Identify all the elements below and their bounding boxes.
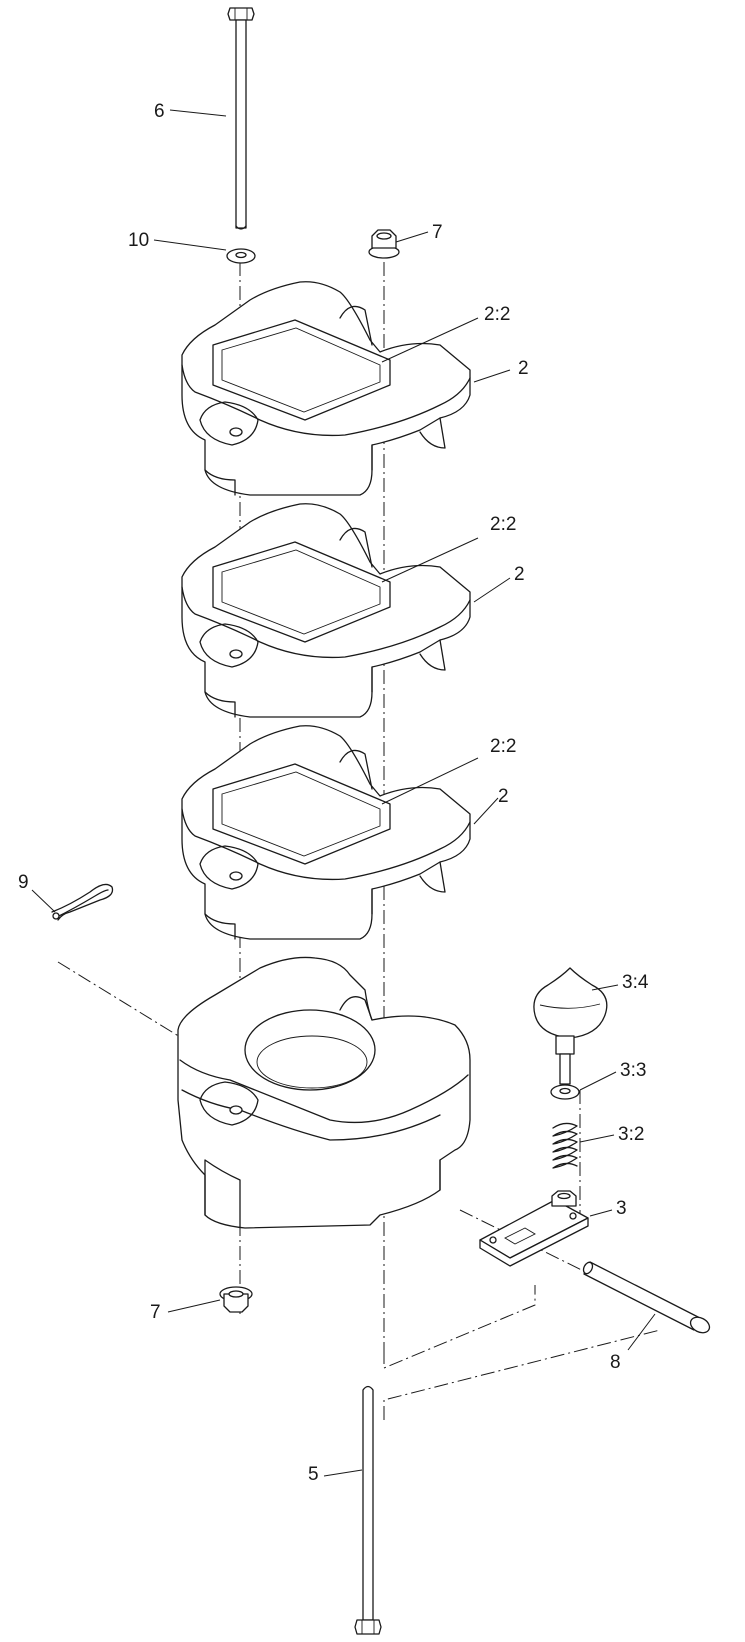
spring-3-2 <box>552 1122 578 1169</box>
bolt5-axis <box>383 1329 661 1420</box>
bolt-5 <box>354 1385 382 1635</box>
callout-5: 5 <box>308 1464 319 1485</box>
bolt-6-head <box>227 7 255 21</box>
callout-3-4: 3:4 <box>622 972 649 993</box>
callout-6: 6 <box>154 101 165 122</box>
hairpin-9 <box>51 883 114 921</box>
base-weight <box>177 956 471 1229</box>
weight-2-lower <box>181 725 471 940</box>
washer-10 <box>226 248 256 264</box>
callout-2-top: 2 <box>518 358 529 379</box>
callout-2-2-middle: 2:2 <box>490 514 516 535</box>
callout-2-lower: 2 <box>498 786 509 807</box>
callout-3-2: 3:2 <box>618 1124 644 1145</box>
callout-7-top: 7 <box>432 222 443 243</box>
bolt-6-shank <box>235 19 247 229</box>
callout-2-2-lower: 2:2 <box>490 736 516 757</box>
callout-3-3: 3:3 <box>620 1060 646 1081</box>
callout-2-2-top: 2:2 <box>484 304 510 325</box>
pin-8 <box>582 1261 711 1334</box>
callout-8: 8 <box>610 1352 621 1373</box>
plate-3 <box>479 1190 589 1267</box>
callout-9: 9 <box>18 872 29 893</box>
washer-3-3 <box>550 1084 580 1100</box>
pin-axis-lower <box>383 1285 536 1369</box>
callout-7-bottom: 7 <box>150 1302 161 1323</box>
weight-stack <box>181 281 471 940</box>
bolt-6 <box>227 7 255 230</box>
hairpin-axis <box>57 961 186 1041</box>
nut-7-bottom <box>219 1286 253 1313</box>
weight-2-middle <box>181 503 471 718</box>
weight-2-top <box>181 281 471 496</box>
callout-3: 3 <box>616 1198 627 1219</box>
callouts: 6 10 7 2:2 2 2:2 2 2:2 2 9 3:4 3:3 3:2 3… <box>18 101 649 1485</box>
nut-7-top <box>368 229 400 259</box>
callout-10: 10 <box>128 230 149 251</box>
callout-2-middle: 2 <box>514 564 525 585</box>
leader-lines <box>31 109 656 1477</box>
knob-3-4 <box>533 967 608 1085</box>
